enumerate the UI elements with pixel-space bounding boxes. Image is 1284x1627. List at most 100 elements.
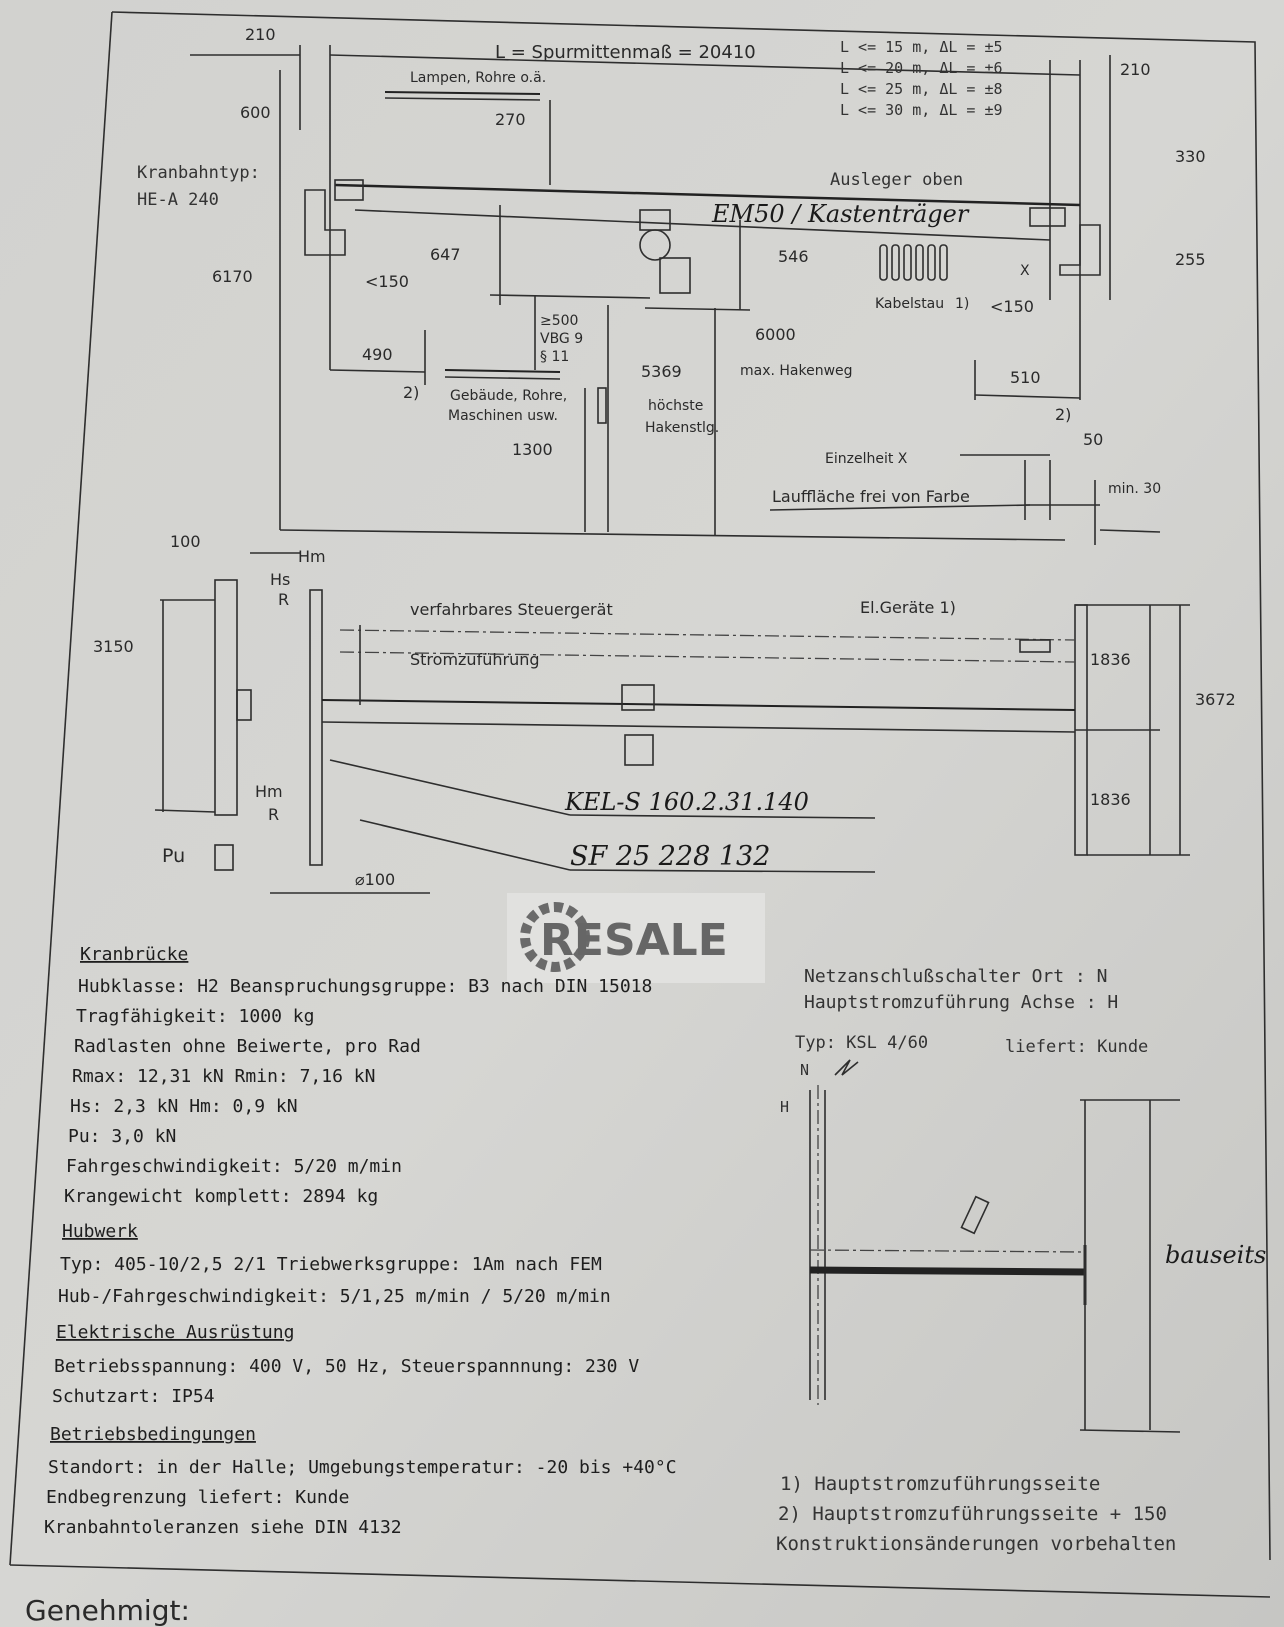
clearance-500: ≥500 [540, 313, 578, 329]
kranbruecke-heading: Kranbrücke [80, 944, 188, 965]
frame-border [111, 11, 1271, 1561]
tolerance-25: L <= 25 m, ΔL = ±8 [840, 80, 1003, 98]
dim-5369: 5369 [641, 362, 682, 381]
spec-line: Hs: 2,3 kN Hm: 0,9 kN [70, 1096, 298, 1117]
dim-647: 647 [430, 245, 461, 264]
dim-3150: 3150 [93, 637, 134, 656]
cable-festoon-label: Kabelstau [875, 296, 944, 312]
supply-type: Typ: KSL 4/60 [795, 1033, 928, 1053]
footnote-2: 2) Hauptstromzuführungsseite + 150 [778, 1503, 1167, 1525]
resale-watermark: RESALE [507, 893, 765, 983]
connection-diagram [809, 1059, 1181, 1433]
onsite-handwritten: bauseits [1165, 1241, 1266, 1269]
note-2-left: 2) [403, 383, 419, 402]
spec-line: Endbegrenzung liefert: Kunde [46, 1487, 349, 1508]
hs-label: Hs [270, 570, 290, 589]
cable-note: 1) [955, 296, 969, 312]
highest-hook-1: höchste [648, 398, 703, 414]
dim-1836-bottom: 1836 [1090, 790, 1131, 809]
footnote-3: Konstruktionsänderungen vorbehalten [776, 1533, 1176, 1555]
dim-1836-top: 1836 [1090, 650, 1131, 669]
spec-line: Kranbahntoleranzen siehe DIN 4132 [44, 1517, 402, 1538]
frame-left [9, 11, 113, 1566]
spec-line: Rmax: 12,31 kN Rmin: 7,16 kN [72, 1066, 375, 1087]
buildings-label-1: Gebäude, Rohre, [450, 388, 567, 404]
spec-line: Pu: 3,0 kN [68, 1126, 176, 1147]
r-bottom-label: R [268, 805, 279, 824]
min-30-label: min. 30 [1108, 481, 1161, 497]
tolerance-30: L <= 30 m, ΔL = ±9 [840, 101, 1003, 119]
dim-150-right: <150 [990, 297, 1034, 316]
span-label: L = Spurmittenmaß = 20410 [495, 42, 756, 63]
spec-line: Typ: 405-10/2,5 2/1 Triebwerksgruppe: 1A… [60, 1254, 602, 1275]
detail-x-marker: X [1020, 263, 1030, 279]
elevation-view [190, 45, 1161, 545]
footnote-1: 1) Hauptstromzuführungsseite [780, 1473, 1100, 1495]
lamps-label: Lampen, Rohre o.ä. [410, 70, 546, 86]
rail-type-label: Kranbahntyp: [137, 163, 260, 183]
spec-line: Hub-/Fahrgeschwindigkeit: 5/1,25 m/min /… [58, 1286, 611, 1307]
part-number-1: KEL-S 160.2.31.140 [564, 788, 809, 816]
mains-switch-location: Netzanschlußschalter Ort : N [804, 966, 1107, 987]
el-devices-label: El.Geräte 1) [860, 598, 956, 617]
plan-view [154, 552, 1190, 894]
dim-6000: 6000 [755, 325, 796, 344]
spec-line: Standort: in der Halle; Umgebungstempera… [48, 1457, 677, 1478]
vbg-label: VBG 9 [540, 331, 583, 347]
paragraph-label: § 11 [540, 349, 569, 365]
highest-hook-2: Hakenstlg. [645, 420, 719, 436]
watermark-text: RESALE [540, 915, 728, 966]
dim-210-right: 210 [1120, 60, 1151, 79]
frame-bottom [9, 1564, 1271, 1598]
approved-label: Genehmigt: [25, 1594, 190, 1627]
spec-line: Betriebsspannung: 400 V, 50 Hz, Steuersp… [54, 1356, 639, 1377]
detail-x-label: Einzelheit X [825, 451, 908, 467]
dim-330: 330 [1175, 147, 1206, 166]
specs-block: Kranbrücke Hubklasse: H2 Beanspruchungsg… [44, 944, 677, 1538]
dim-255: 255 [1175, 250, 1206, 269]
dim-6170: 6170 [212, 267, 253, 286]
dim-100: 100 [170, 532, 201, 551]
dim-150-left: <150 [365, 272, 409, 291]
spec-line: Schutzart: IP54 [52, 1386, 215, 1407]
supplier-label: liefert: Kunde [1005, 1037, 1148, 1057]
spec-line: Krangewicht komplett: 2894 kg [64, 1186, 378, 1207]
spec-line: Radlasten ohne Beiwerte, pro Rad [74, 1036, 421, 1057]
part-number-2: SF 25 228 132 [570, 841, 770, 872]
power-supply-label: Stromzuführung [410, 650, 540, 669]
n-label: N [800, 1061, 809, 1079]
betrieb-heading: Betriebsbedingungen [50, 1424, 256, 1445]
tolerance-15: L <= 15 m, ΔL = ±5 [840, 38, 1003, 56]
elektrik-heading: Elektrische Ausrüstung [56, 1322, 294, 1343]
pu-label: Pu [162, 845, 185, 867]
hubwerk-heading: Hubwerk [62, 1221, 138, 1242]
dim-600: 600 [240, 103, 271, 122]
dim-1300: 1300 [512, 440, 553, 459]
dim-3672: 3672 [1195, 690, 1236, 709]
h-label: H [780, 1098, 789, 1116]
hm-bottom-label: Hm [255, 782, 283, 801]
max-hook-label: max. Hakenweg [740, 363, 853, 379]
hm-top-label: Hm [298, 547, 326, 566]
dim-50: 50 [1083, 430, 1103, 449]
dim-270: 270 [495, 110, 526, 129]
dim-546: 546 [778, 247, 809, 266]
rail-type: HE-A 240 [137, 190, 219, 210]
buildings-label-2: Maschinen usw. [448, 408, 558, 424]
dim-210-left: 210 [245, 25, 276, 44]
spec-line: Fahrgeschwindigkeit: 5/20 m/min [66, 1156, 402, 1177]
diameter-100: ⌀100 [355, 870, 395, 889]
control-unit-label: verfahrbares Steuergerät [410, 600, 613, 619]
tolerance-20: L <= 20 m, ΔL = ±6 [840, 59, 1003, 77]
r-top-label: R [278, 590, 289, 609]
spec-line: Tragfähigkeit: 1000 kg [76, 1006, 314, 1027]
main-supply-axis: Hauptstromzuführung Achse : H [804, 992, 1118, 1013]
girder-handwritten: EM50 / Kastenträger [711, 200, 970, 228]
paint-free-label: Lauffläche frei von Farbe [772, 487, 970, 506]
boom-label: Ausleger oben [830, 170, 963, 190]
dim-490: 490 [362, 345, 393, 364]
note-2-right: 2) [1055, 405, 1071, 424]
dim-510: 510 [1010, 368, 1041, 387]
